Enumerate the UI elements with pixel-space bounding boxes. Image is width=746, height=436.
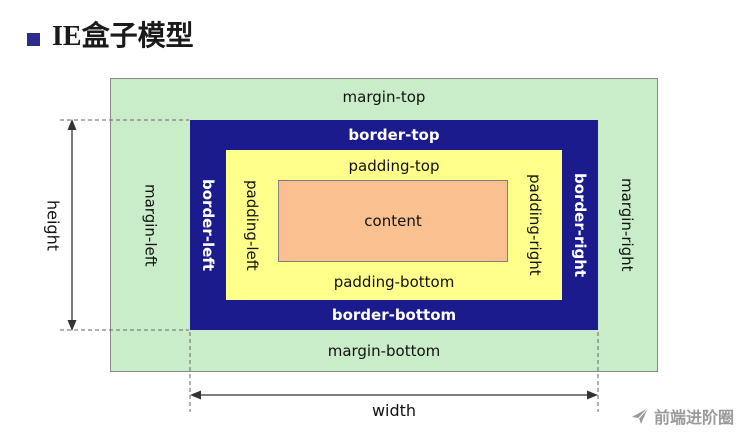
margin-right-label-wrap: margin-right: [597, 79, 657, 371]
content-box: content: [278, 180, 508, 262]
border-top-label: border-top: [348, 126, 440, 144]
width-arrowhead-left: [190, 390, 201, 400]
title-row: IE盒子模型: [27, 20, 194, 54]
margin-right-label: margin-right: [618, 178, 636, 272]
height-label: height: [43, 199, 63, 251]
margin-left-label: margin-left: [141, 183, 160, 267]
padding-right-label: padding-right: [526, 174, 544, 276]
width-label: width: [371, 401, 417, 420]
padding-box: padding-top padding-bottom padding-left …: [226, 150, 562, 300]
rocket-icon: [631, 407, 649, 424]
border-right-label: border-right: [571, 172, 589, 278]
title-bullet-icon: [27, 33, 40, 46]
margin-box: margin-top margin-bottom margin-left mar…: [110, 78, 658, 372]
padding-right-label-wrap: padding-right: [508, 150, 562, 300]
border-box: border-top border-bottom border-left bor…: [190, 120, 598, 330]
height-label-wrap: height: [38, 120, 68, 330]
margin-bottom-label: margin-bottom: [327, 342, 441, 360]
height-arrowhead-bottom: [67, 320, 77, 331]
width-arrowhead-right: [587, 390, 598, 400]
watermark-text: 前端进阶圈: [653, 408, 734, 427]
padding-left-label: padding-left: [243, 179, 261, 271]
margin-top-label: margin-top: [342, 88, 426, 106]
border-bottom-label: border-bottom: [331, 306, 457, 324]
border-left-label: border-left: [199, 179, 217, 271]
page-title: IE盒子模型: [52, 21, 194, 52]
content-label: content: [364, 212, 422, 230]
padding-left-label-wrap: padding-left: [226, 150, 278, 300]
padding-top-label: padding-top: [348, 157, 440, 175]
watermark: 前端进阶圈: [631, 404, 734, 428]
padding-bottom-label: padding-bottom: [333, 273, 455, 291]
height-arrowhead-top: [67, 119, 77, 130]
margin-left-label-wrap: margin-left: [111, 79, 190, 371]
border-left-label-wrap: border-left: [190, 120, 226, 330]
border-right-label-wrap: border-right: [562, 120, 598, 330]
